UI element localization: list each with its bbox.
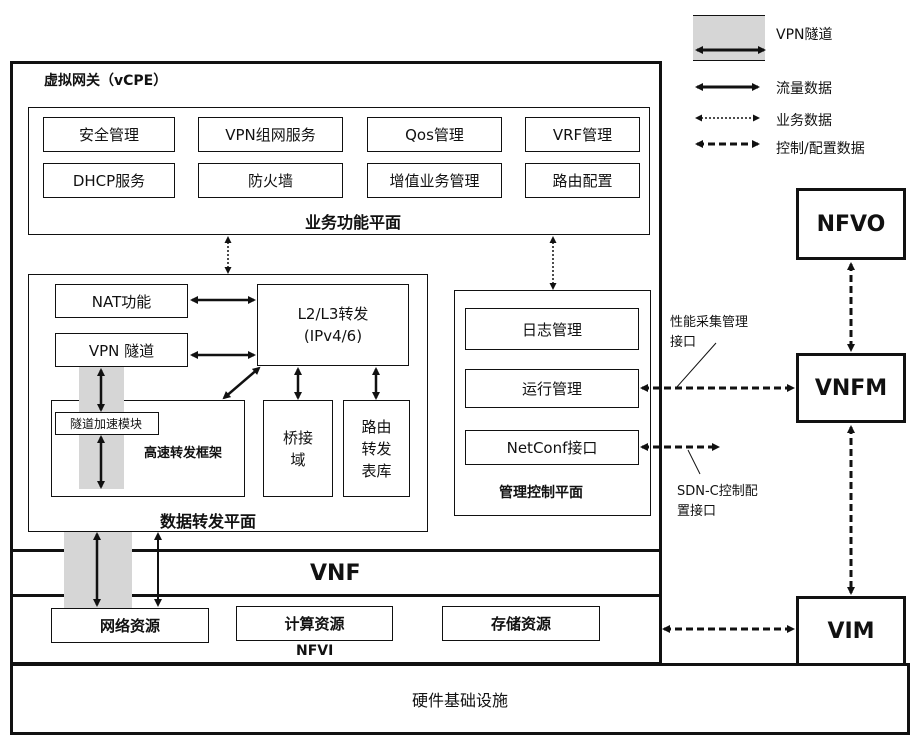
bridge-domain-line2: 域 bbox=[290, 450, 306, 469]
tunnel-accel-module[interactable]: 隧道加速模块 bbox=[55, 412, 159, 435]
bridge-domain-line1: 桥接 bbox=[282, 428, 313, 447]
route-table-line1: 路由 bbox=[361, 417, 392, 436]
service-item-dhcp[interactable]: DHCP服务 bbox=[43, 163, 175, 198]
service-item-qos[interactable]: Qos管理 bbox=[367, 117, 502, 152]
mgmt-plane bbox=[454, 290, 651, 516]
legend-control-data-label: 控制/配置数据 bbox=[776, 141, 865, 157]
l2l3-forwarding-line2: (IPv4/6) bbox=[303, 327, 363, 345]
perf-interface-line2: 接口 bbox=[670, 335, 697, 350]
bridge-domain[interactable]: 桥接 域 bbox=[263, 400, 333, 497]
route-table-line2: 转发 bbox=[361, 439, 392, 458]
vnf-layer bbox=[10, 549, 662, 597]
legend: VPN隧道 流量数据 业务数据 控制/配置数据 bbox=[690, 12, 920, 162]
vim-box[interactable]: VIM bbox=[796, 596, 906, 666]
nfvi-label: NFVI bbox=[296, 643, 334, 659]
vnf-label: VNF bbox=[310, 561, 361, 586]
vcpe-title: 虚拟网关（vCPE） bbox=[44, 73, 168, 89]
mgmt-item-log[interactable]: 日志管理 bbox=[465, 308, 639, 350]
vpn-tunnel-box[interactable]: VPN 隧道 bbox=[55, 333, 188, 367]
service-plane bbox=[28, 107, 650, 235]
l2l3-forwarding-line1: L2/L3转发 bbox=[297, 305, 369, 323]
legend-traffic-data-label: 流量数据 bbox=[776, 81, 832, 97]
service-plane-title: 业务功能平面 bbox=[305, 213, 402, 232]
service-item-vpn-network[interactable]: VPN组网服务 bbox=[198, 117, 343, 152]
route-forwarding-table[interactable]: 路由 转发 表库 bbox=[343, 400, 410, 497]
route-table-line3: 表库 bbox=[361, 461, 392, 480]
vpn-tunnel-band-lower bbox=[64, 532, 132, 608]
service-item-route-config[interactable]: 路由配置 bbox=[525, 163, 640, 198]
service-item-security[interactable]: 安全管理 bbox=[43, 117, 175, 152]
legend-vpn-tunnel-label: VPN隧道 bbox=[776, 27, 833, 43]
hardware-infrastructure[interactable]: 硬件基础设施 bbox=[10, 663, 910, 735]
legend-service-data-label: 业务数据 bbox=[776, 113, 832, 129]
perf-interface-line1: 性能采集管理 bbox=[670, 315, 749, 330]
nfvi-network-resource[interactable]: 网络资源 bbox=[51, 608, 209, 643]
nfvi-storage-resource[interactable]: 存储资源 bbox=[442, 606, 600, 641]
l2l3-forwarding[interactable]: L2/L3转发 (IPv4/6) bbox=[257, 284, 409, 366]
mgmt-item-netconf[interactable]: NetConf接口 bbox=[465, 430, 639, 465]
data-plane-title: 数据转发平面 bbox=[160, 512, 257, 531]
service-item-firewall[interactable]: 防火墙 bbox=[198, 163, 343, 198]
nat-function[interactable]: NAT功能 bbox=[55, 284, 188, 318]
service-item-value-added[interactable]: 增值业务管理 bbox=[367, 163, 502, 198]
service-item-vrf[interactable]: VRF管理 bbox=[525, 117, 640, 152]
sdnc-leader-line bbox=[687, 449, 701, 475]
sdnc-interface-line2: 置接口 bbox=[677, 504, 717, 519]
nfvi-compute-resource[interactable]: 计算资源 bbox=[236, 606, 393, 641]
vnfm-box[interactable]: VNFM bbox=[796, 353, 906, 423]
nfvo-box[interactable]: NFVO bbox=[796, 188, 906, 260]
sdnc-interface-line1: SDN-C控制配 bbox=[677, 484, 758, 499]
mgmt-plane-title: 管理控制平面 bbox=[499, 485, 583, 501]
data-plane bbox=[28, 274, 428, 532]
legend-vpn-tunnel-swatch bbox=[693, 15, 765, 61]
fast-framework-label: 高速转发框架 bbox=[144, 446, 223, 461]
mgmt-item-runtime[interactable]: 运行管理 bbox=[465, 369, 639, 408]
